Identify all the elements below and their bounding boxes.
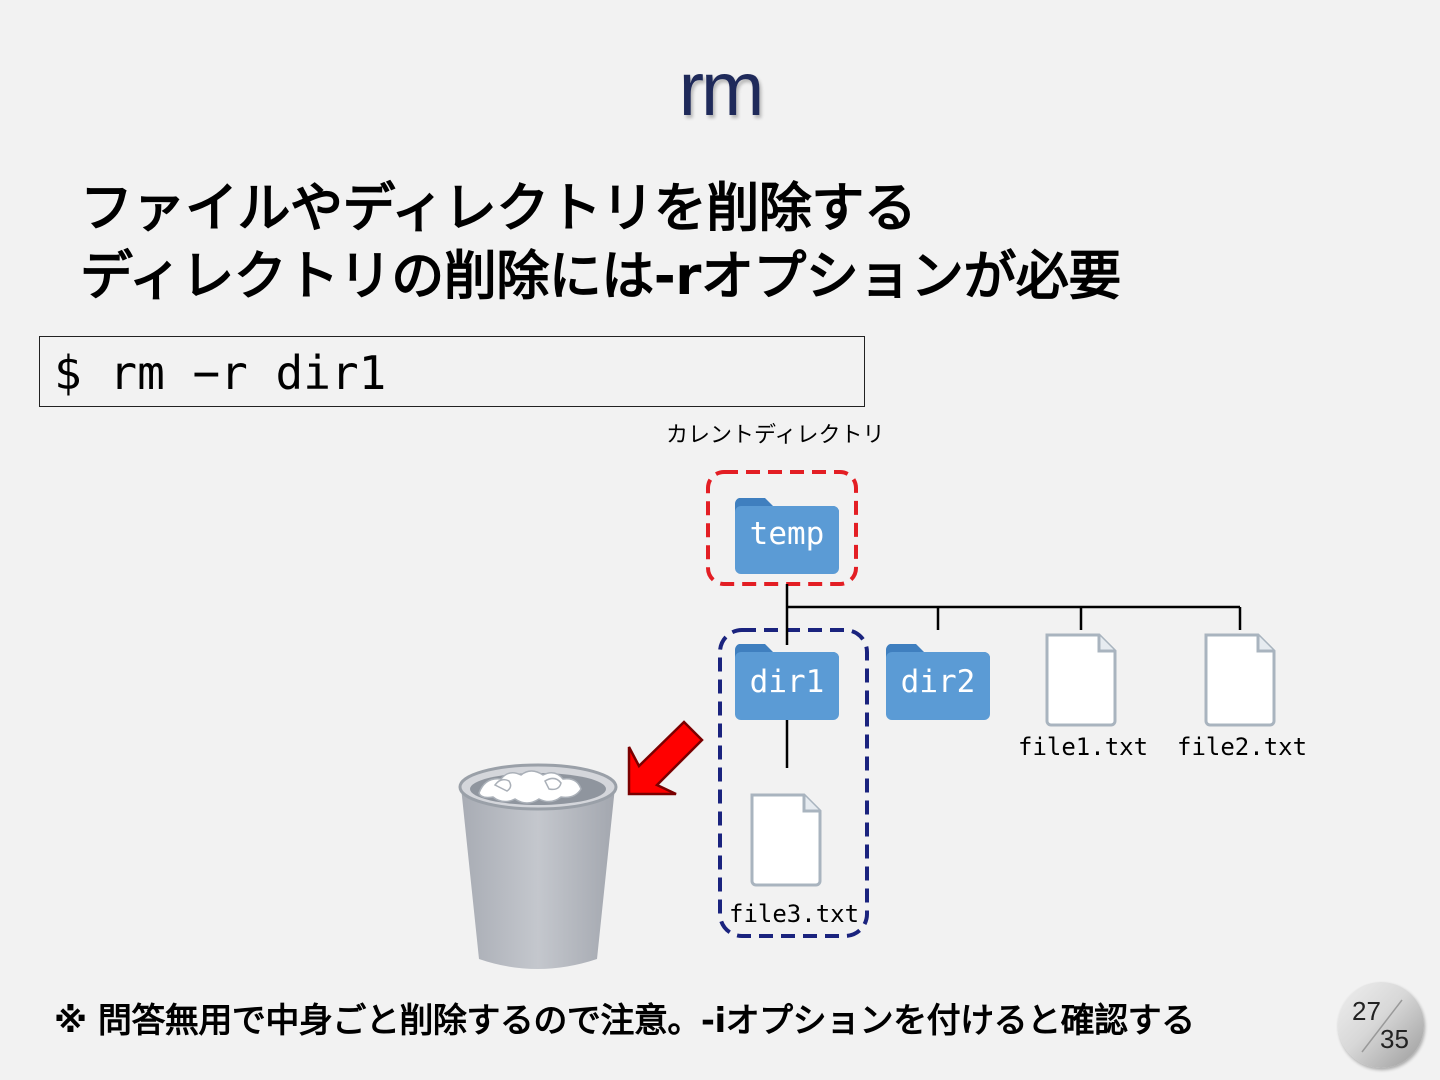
delete-arrow	[627, 720, 704, 796]
footnote: ※ 問答無用で中身ごと削除するので注意。-iオプションを付けると確認する	[54, 1001, 1195, 1041]
folder-dir2-label: dir2	[900, 664, 976, 700]
folder-dir1: dir1	[733, 638, 841, 722]
page-total: 35	[1380, 1024, 1409, 1054]
trash-can-icon	[458, 763, 618, 969]
current-dir-label: カレントディレクトリ	[666, 423, 885, 448]
folder-dir2: dir2	[884, 638, 992, 722]
page-divider	[1361, 999, 1403, 1053]
file3-label: file3.txt	[729, 900, 860, 928]
file1-label: file1.txt	[1018, 733, 1149, 761]
folder-icon	[885, 644, 990, 720]
slide-title: rm	[678, 47, 765, 132]
bullet-1: ファイルやディレクトリを削除する	[80, 178, 917, 239]
bullet-2: ディレクトリの削除には-rオプションが必要	[80, 246, 1121, 307]
folder-temp: temp	[733, 492, 841, 576]
file-icon	[750, 793, 822, 887]
dir1-frame	[718, 628, 869, 938]
folder-dir1-label: dir1	[749, 664, 825, 700]
folder-icon	[734, 644, 839, 720]
page-current: 27	[1352, 996, 1381, 1026]
page-number-badge: 27 35	[1338, 982, 1424, 1068]
file-icon	[1045, 633, 1117, 727]
file-icon	[1204, 633, 1276, 727]
tree-connectors	[785, 584, 1242, 768]
file2-label: file2.txt	[1177, 733, 1308, 761]
command-text: $ rm −r dir1	[54, 346, 387, 400]
command-box: $ rm −r dir1	[39, 336, 865, 407]
current-dir-frame	[706, 470, 858, 586]
folder-icon	[734, 498, 839, 574]
folder-temp-label: temp	[749, 516, 825, 552]
